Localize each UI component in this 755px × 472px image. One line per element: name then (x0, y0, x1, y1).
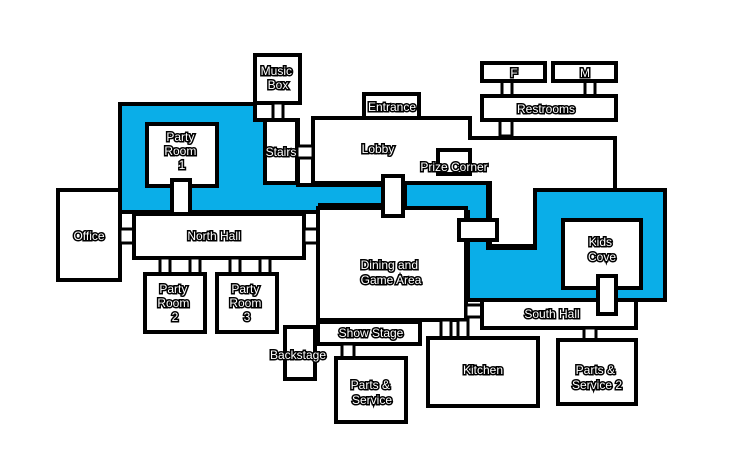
backstage[interactable] (283, 325, 317, 381)
parts-and-service-2-label: Parts & Service 2 (572, 363, 622, 392)
party-room-3-label: Party Room 3 (229, 282, 264, 324)
connector (295, 144, 315, 160)
lobby-label: Lobby (362, 142, 395, 156)
office-label: Office (73, 229, 104, 243)
parts-and-service-2[interactable] (556, 338, 638, 406)
stairs[interactable] (263, 118, 299, 185)
backstage-label: Backstage (270, 348, 326, 362)
dining-east-door[interactable] (457, 218, 499, 242)
parts-and-service[interactable] (334, 356, 408, 424)
connector (340, 342, 356, 360)
show-stage-label: Show Stage (339, 326, 404, 340)
connector (498, 118, 514, 138)
party-room-2[interactable] (143, 272, 207, 334)
parts-and-service-label: Parts & Service (351, 378, 394, 407)
m-label: M (580, 66, 590, 80)
party-room-1-label: Party Room 1 (164, 130, 199, 172)
stairs-label: Stairs (266, 145, 297, 159)
connector (439, 318, 453, 340)
entrance[interactable] (362, 92, 421, 120)
connector (500, 79, 514, 98)
kitchen[interactable] (426, 336, 540, 408)
kids-cove-door[interactable] (596, 274, 618, 316)
connector (158, 256, 172, 276)
connector (583, 79, 597, 98)
music-box-label: Music Box (261, 64, 296, 92)
restrooms[interactable] (480, 94, 618, 122)
m-restroom[interactable] (551, 61, 618, 83)
show-stage[interactable] (316, 320, 422, 346)
connector (464, 303, 484, 319)
connector (271, 101, 285, 122)
dining-label: Dining and Game Area (361, 258, 422, 287)
lobby[interactable] (311, 116, 617, 248)
connector (118, 227, 136, 245)
kitchen-label: Kitchen (463, 363, 503, 377)
south-hall-label: South Hall (524, 307, 579, 321)
f-label: F (510, 66, 517, 80)
f-restroom[interactable] (480, 61, 547, 83)
restrooms-label: Restrooms (517, 102, 575, 116)
entrance-label: Entrance (368, 100, 416, 114)
party-room-3[interactable] (215, 272, 279, 334)
north-hall[interactable] (132, 212, 306, 260)
connector (456, 318, 470, 340)
office[interactable] (56, 188, 122, 282)
prize-corner-label: Prize Corner (420, 160, 487, 174)
connector (228, 256, 242, 276)
connector (258, 256, 272, 276)
prize-corner[interactable] (436, 148, 472, 176)
dining-lobby-door[interactable] (381, 174, 405, 218)
connector (188, 256, 202, 276)
party-room-2-label: Party Room 2 (157, 282, 192, 324)
north-hall-label: North Hall (187, 229, 240, 243)
connector (302, 227, 320, 245)
kids-cove-label: Kids Cove (588, 235, 616, 264)
